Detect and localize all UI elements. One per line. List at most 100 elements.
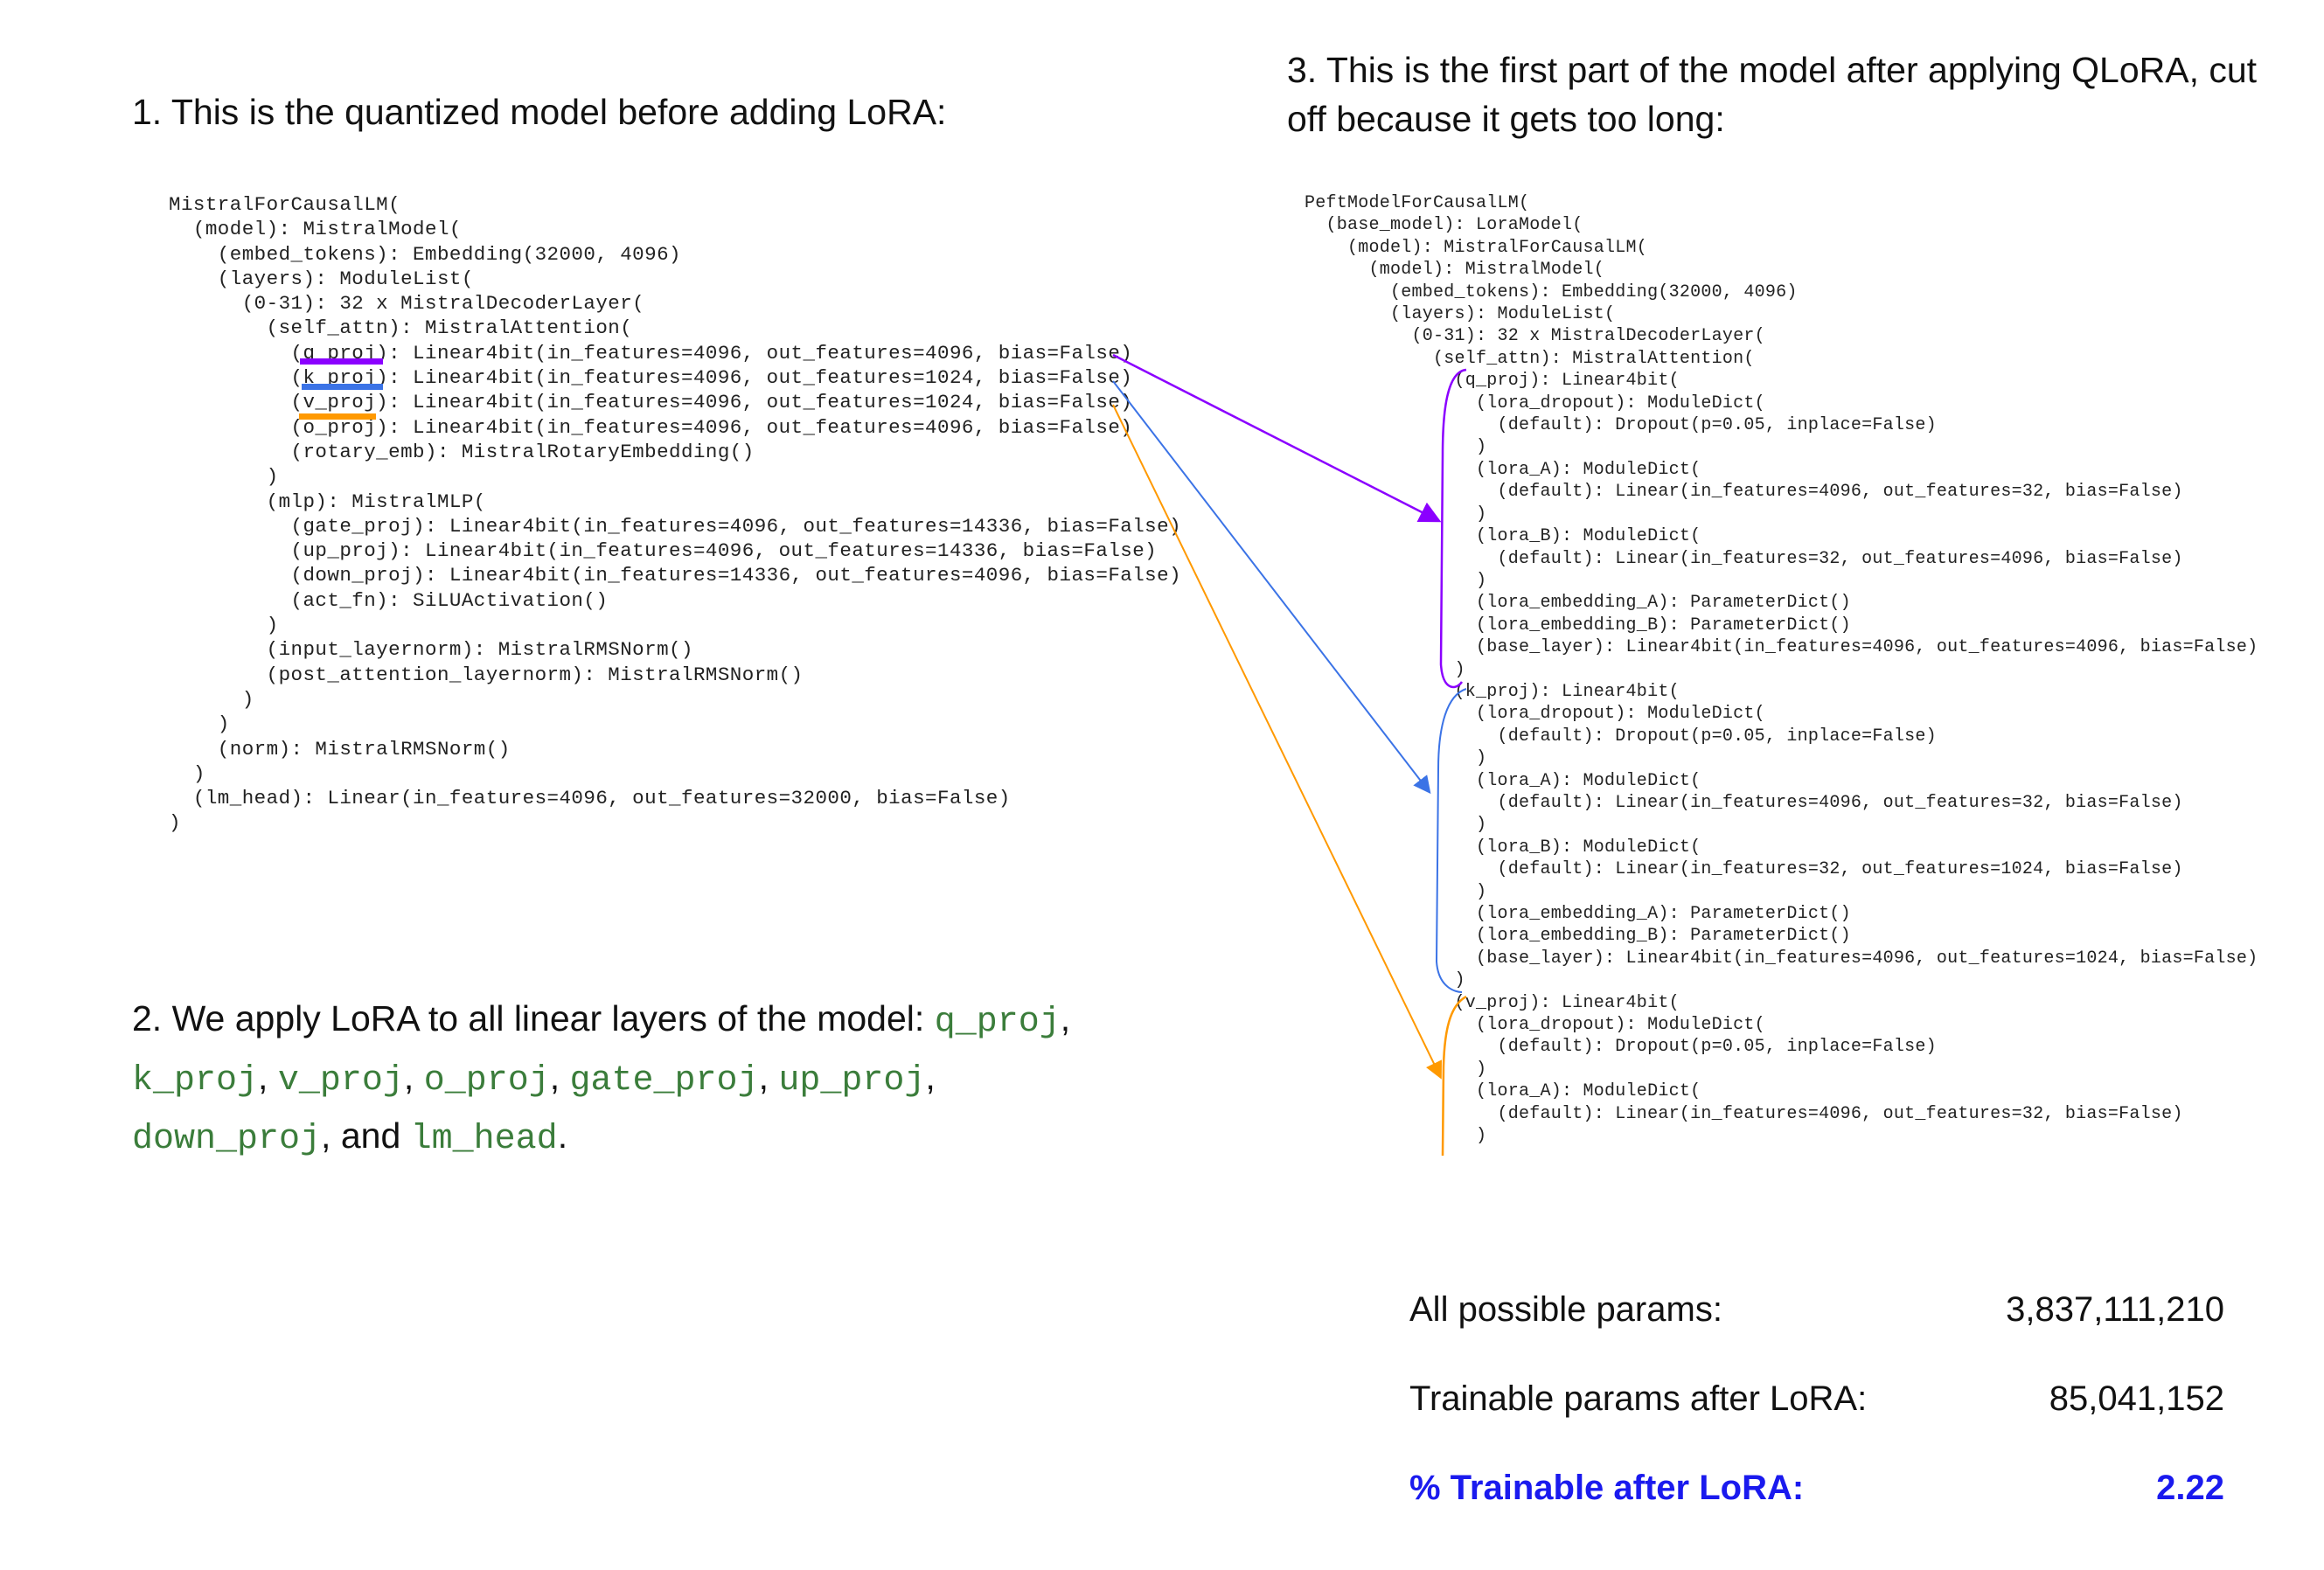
stat-value: 85,041,152 [2049, 1379, 2224, 1418]
qlora-code-line: ) [1305, 504, 1487, 524]
quantized-code-line: (self_attn): MistralAttention( [169, 316, 633, 340]
qlora-code-line: (default): Linear(in_features=4096, out_… [1305, 482, 2183, 503]
qlora-code-line: (lora_embedding_B): ParameterDict() [1305, 926, 1851, 947]
layer-gate-proj: gate_proj [569, 1061, 759, 1101]
quantized-model-code: MistralForCausalLM( (model): MistralMode… [169, 192, 1181, 836]
qlora-code-line: (lora_B): ModuleDict( [1305, 837, 1701, 858]
quantized-code-line: (layers): ModuleList( [169, 267, 474, 290]
qlora-code-line: (lora_embedding_A): ParameterDict() [1305, 593, 1851, 614]
section3-heading: 3. This is the first part of the model a… [1287, 50, 2258, 139]
quantized-code-line: MistralForCausalLM( [169, 193, 401, 216]
stat-label: All possible params: [1409, 1290, 1722, 1329]
qlora-code-line: (model): MistralForCausalLM( [1305, 237, 1648, 258]
qlora-code-line: PeftModelForCausalLM( [1305, 193, 1530, 213]
q-proj-underline [300, 358, 383, 365]
qlora-code-line: (embed_tokens): Embedding(32000, 4096) [1305, 281, 1798, 302]
q-proj-bracket [1439, 368, 1467, 689]
qlora-code-line: ) [1305, 1059, 1487, 1080]
quantized-code-line: ) [169, 687, 254, 711]
qlora-code-line: (model): MistralModel( [1305, 260, 1605, 281]
qlora-code-line: (lora_dropout): ModuleDict( [1305, 704, 1765, 725]
qlora-code-line: (base_model): LoraModel( [1305, 215, 1583, 236]
quantized-code-line: (act_fn): SiLUActivation() [169, 588, 609, 612]
qlora-code-line: (base_layer): Linear4bit(in_features=409… [1305, 948, 2258, 969]
qlora-code-line: (default): Linear(in_features=4096, out_… [1305, 792, 2183, 813]
qlora-code-line: (self_attn): MistralAttention( [1305, 348, 1755, 369]
qlora-code-line: ) [1305, 881, 1487, 902]
comma: , [321, 1115, 331, 1156]
layer-v-proj: v_proj [277, 1061, 404, 1101]
qlora-code-line: (default): Linear(in_features=32, out_fe… [1305, 548, 2183, 569]
v-proj-arrow [1112, 404, 1442, 1080]
layer-o-proj: o_proj [423, 1061, 550, 1101]
qlora-code-line: ) [1305, 1126, 1487, 1147]
qlora-code-line: (layers): ModuleList( [1305, 304, 1616, 325]
comma: , [258, 1057, 268, 1097]
qlora-code-line: (lora_dropout): ModuleDict( [1305, 392, 1765, 413]
quantized-code-line: ) [169, 761, 205, 785]
v-proj-bracket [1441, 995, 1467, 1157]
qlora-code-line: (0-31): 32 x MistralDecoderLayer( [1305, 326, 1765, 347]
qlora-code-line: (k_proj): Linear4bit( [1305, 681, 1680, 702]
quantized-code-line: ) [169, 712, 230, 736]
qlora-code-line: ) [1305, 815, 1487, 836]
qlora-code-line: (lora_A): ModuleDict( [1305, 1081, 1701, 1102]
layer-down-proj: down_proj [132, 1120, 322, 1159]
qlora-code-line: ) [1305, 437, 1487, 458]
q-proj-arrow [1112, 353, 1442, 523]
comma: , [1060, 998, 1071, 1039]
k-proj-bracket [1435, 688, 1467, 993]
qlora-code-line: (base_layer): Linear4bit(in_features=409… [1305, 637, 2258, 658]
quantized-code-line: (mlp): MistralMLP( [169, 490, 486, 513]
qlora-model-code: PeftModelForCausalLM( (base_model): Lora… [1305, 192, 2258, 1147]
qlora-code-line: ) [1305, 970, 1465, 991]
quantized-code-line: (norm): MistralRMSNorm() [169, 737, 511, 761]
quantized-code-line: (up_proj): Linear4bit(in_features=4096, … [169, 539, 1158, 563]
v-proj-underline [299, 413, 376, 420]
stat-trainable-percent: % Trainable after LoRA: 2.22 [1409, 1469, 2224, 1508]
section1-heading: 1. This is the quantized model before ad… [132, 92, 947, 132]
stat-all-params: All possible params: 3,837,111,210 [1409, 1290, 2224, 1330]
stat-value: 2.22 [2156, 1469, 2224, 1507]
quantized-code-line: (rotary_emb): MistralRotaryEmbedding() [169, 440, 755, 463]
quantized-code-line: ) [169, 811, 181, 835]
quantized-code-line: (k_proj): Linear4bit(in_features=4096, o… [169, 366, 1133, 390]
quantized-code-line: (down_proj): Linear4bit(in_features=1433… [169, 564, 1182, 587]
period: . [557, 1115, 568, 1156]
comma: , [925, 1057, 936, 1097]
qlora-code-line: (lora_dropout): ModuleDict( [1305, 1015, 1765, 1036]
layer-up-proj: up_proj [778, 1061, 926, 1101]
comma: , [758, 1057, 769, 1097]
qlora-code-line: (lora_embedding_A): ParameterDict() [1305, 904, 1851, 924]
qlora-code-line: (lora_embedding_B): ParameterDict() [1305, 615, 1851, 636]
qlora-code-line: (v_proj): Linear4bit( [1305, 992, 1680, 1013]
and-text: and [331, 1115, 411, 1156]
qlora-code-line: (default): Dropout(p=0.05, inplace=False… [1305, 415, 1937, 436]
k-proj-underline [302, 384, 383, 390]
quantized-code-line: (lm_head): Linear(in_features=4096, out_… [169, 787, 1011, 810]
comma: , [549, 1057, 560, 1097]
qlora-code-line: ) [1305, 570, 1487, 591]
stat-label: Trainable params after LoRA: [1409, 1379, 1868, 1418]
quantized-code-line: (o_proj): Linear4bit(in_features=4096, o… [169, 415, 1133, 439]
quantized-code-line: (0-31): 32 x MistralDecoderLayer( [169, 292, 645, 316]
section2-text: 2. We apply LoRA to all linear layers of… [132, 991, 1181, 1167]
layer-lm-head: lm_head [410, 1120, 558, 1159]
qlora-code-line: (default): Linear(in_features=32, out_fe… [1305, 859, 2183, 880]
quantized-code-line: ) [169, 614, 279, 637]
section2-intro: 2. We apply LoRA to all linear layers of… [132, 998, 935, 1039]
layer-k-proj: k_proj [132, 1061, 259, 1101]
stat-label: % Trainable after LoRA: [1409, 1469, 1805, 1507]
stat-value: 3,837,111,210 [2006, 1290, 2224, 1329]
quantized-code-line: (model): MistralModel( [169, 218, 462, 241]
quantized-code-line: (input_layernorm): MistralRMSNorm() [169, 638, 693, 662]
qlora-code-line: (lora_B): ModuleDict( [1305, 526, 1701, 547]
quantized-code-line: (gate_proj): Linear4bit(in_features=4096… [169, 514, 1182, 538]
qlora-code-line: (lora_A): ModuleDict( [1305, 770, 1701, 791]
quantized-code-line: (embed_tokens): Embedding(32000, 4096) [169, 242, 681, 266]
k-proj-arrow [1112, 380, 1431, 795]
layer-q-proj: q_proj [934, 1003, 1061, 1042]
qlora-code-line: ) [1305, 659, 1465, 680]
stat-trainable-params: Trainable params after LoRA: 85,041,152 [1409, 1379, 2224, 1419]
